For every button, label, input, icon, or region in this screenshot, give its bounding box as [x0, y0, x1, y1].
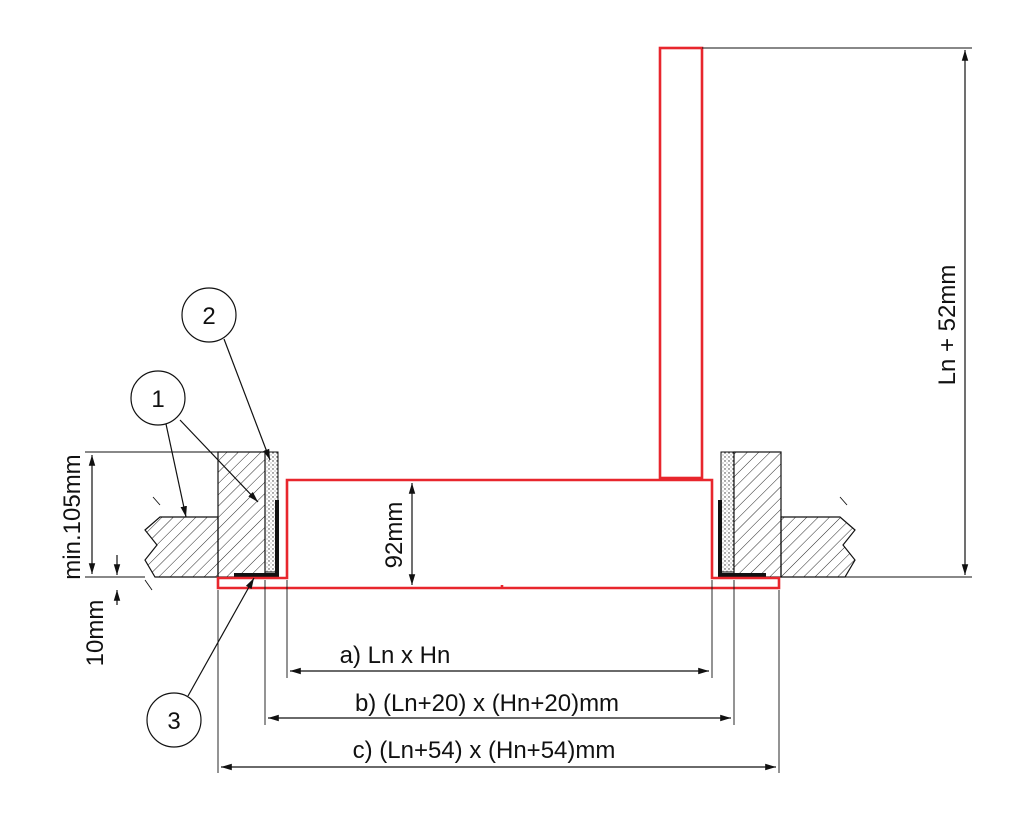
callout-3-label: 3 — [167, 708, 180, 735]
callout-1-label: 1 — [151, 386, 164, 413]
dim-offset: 10mm — [82, 600, 109, 667]
right-wall-section — [718, 451, 856, 578]
left-wall-section — [144, 451, 279, 591]
frame-outline — [216, 478, 781, 590]
callout-2: 2 — [181, 287, 271, 461]
callout-3: 3 — [146, 577, 255, 748]
left-masonry-hatch — [144, 516, 219, 578]
dim-size-b: b) (Ln+20) x (Hn+20)mm — [355, 690, 619, 717]
dim-size-c: c) (Ln+54) x (Hn+54)mm — [353, 737, 616, 764]
callout-1: 1 — [130, 370, 259, 518]
fire-door-frame — [216, 46, 781, 590]
dim-size-a: a) Ln x Hn — [340, 642, 451, 669]
dim-min-wall: min.105mm — [59, 454, 86, 579]
door-leaf-vertical — [658, 46, 704, 480]
right-masonry-hatch — [780, 516, 856, 578]
left-wall-block — [217, 451, 266, 578]
right-insulation-strip — [720, 451, 735, 573]
callout-2-label: 2 — [202, 303, 215, 330]
right-wall-block — [733, 451, 782, 578]
dim-height-total: Ln + 52mm — [934, 265, 961, 386]
dim-frame-depth: 92mm — [381, 502, 408, 569]
dimension-lines: Ln + 52mm 92mm min.105mm 10mm a) Ln x Hn… — [59, 47, 972, 773]
